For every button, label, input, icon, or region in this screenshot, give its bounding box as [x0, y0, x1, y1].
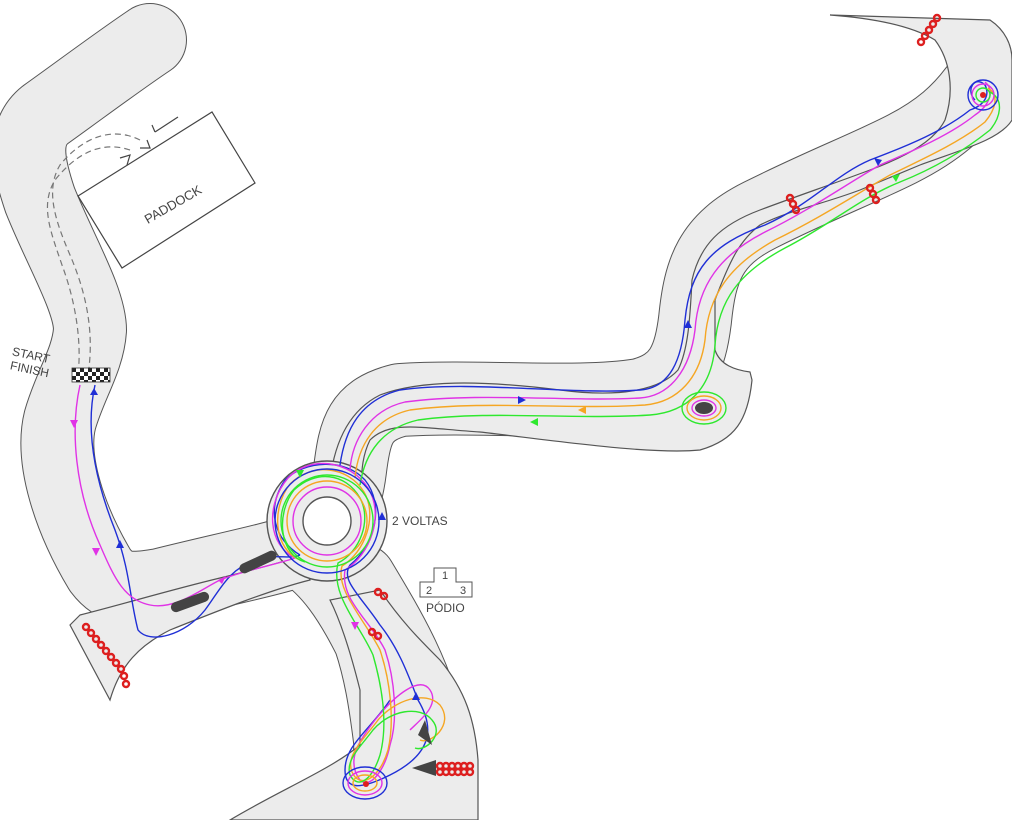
podium-outline [419, 567, 473, 598]
laps-label: 2 VOLTAS [392, 514, 448, 528]
tire-barrier-mid-2 [865, 183, 881, 205]
paddock-building [77, 111, 256, 269]
start-finish-checker [71, 367, 111, 383]
green-route [281, 91, 1001, 783]
tire-barriers [81, 13, 942, 777]
top-right-loop [967, 79, 999, 111]
bottom-loop [342, 766, 388, 800]
track-surface [0, 3, 1012, 820]
podium-second: 2 [426, 585, 432, 597]
tire-barrier-left [81, 622, 131, 689]
roundabout-ring-blue [274, 468, 380, 574]
track-lower-area [228, 589, 479, 820]
obstacles [170, 92, 986, 787]
paddock-area: PADDOCK [46, 111, 256, 376]
roundabout-island [302, 496, 352, 546]
tire-barrier-mid-1 [785, 193, 801, 215]
racing-lines [74, 79, 1001, 800]
direction-arrows [70, 158, 900, 700]
tire-barrier-top [916, 13, 942, 47]
right-obstacle [695, 402, 713, 414]
bottom-cone-2 [412, 760, 436, 776]
podium-label: PÓDIO [426, 600, 465, 615]
tire-barrier-center [367, 587, 389, 641]
left-cone-bar [170, 591, 210, 613]
tire-barrier-bottom [435, 761, 475, 777]
podium: 1 2 3 PÓDIO [419, 567, 473, 615]
bottom-cone-1 [418, 720, 432, 745]
paddock-access-road [52, 133, 141, 376]
podium-third: 3 [460, 585, 466, 597]
magenta-route [74, 81, 991, 784]
mid-cone-bar [239, 550, 277, 574]
podium-first: 1 [442, 570, 448, 582]
right-obstacle-loop [681, 391, 727, 425]
